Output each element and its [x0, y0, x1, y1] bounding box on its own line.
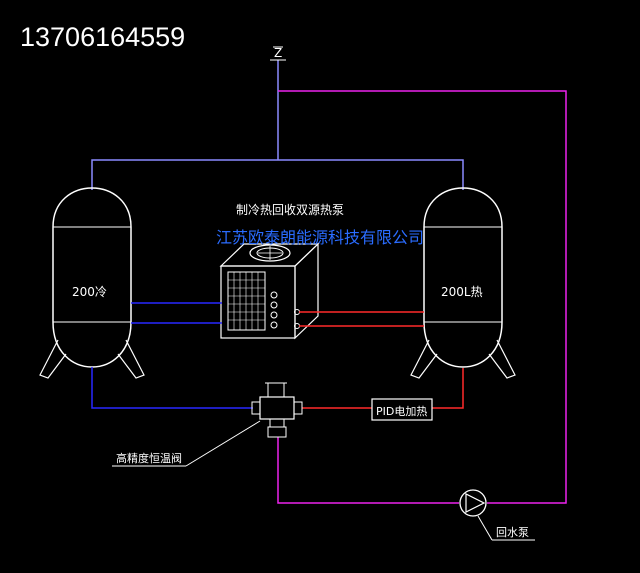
return-pump-icon — [459, 489, 487, 517]
heat-pump-label: 制冷热回收双源热泵 — [236, 203, 344, 217]
water-inlet-line — [270, 46, 286, 160]
pump-leader-line — [477, 515, 493, 541]
phone-number: 13706164559 — [20, 22, 185, 52]
hot-tank — [410, 187, 516, 379]
thermostatic-valve-label: 高精度恒温阀 — [116, 451, 182, 465]
thermostatic-valve-icon — [251, 382, 303, 438]
hot-tank-label: 200L热 — [441, 285, 483, 299]
cold-tank — [39, 187, 145, 379]
return-pipe-to-valve — [277, 437, 459, 504]
company-watermark: 江苏欧泰朗能源科技有限公司 — [216, 228, 424, 247]
supply-header-pipe — [91, 159, 464, 190]
valve-leader-line — [185, 420, 261, 467]
return-pump-label: 回水泵 — [496, 526, 529, 539]
cold-outlet-pipe — [91, 367, 253, 409]
return-loop-pipe — [278, 90, 567, 504]
inlet-label: Z — [274, 46, 282, 60]
cold-tank-label: 200冷 — [72, 285, 107, 299]
heat-pump-fan-icon — [249, 244, 291, 262]
hot-outlet-pipe — [432, 368, 464, 409]
pid-heater-box — [371, 398, 433, 421]
heat-pump-unit — [219, 242, 320, 340]
pid-heater-label: PID电加热 — [376, 405, 427, 418]
